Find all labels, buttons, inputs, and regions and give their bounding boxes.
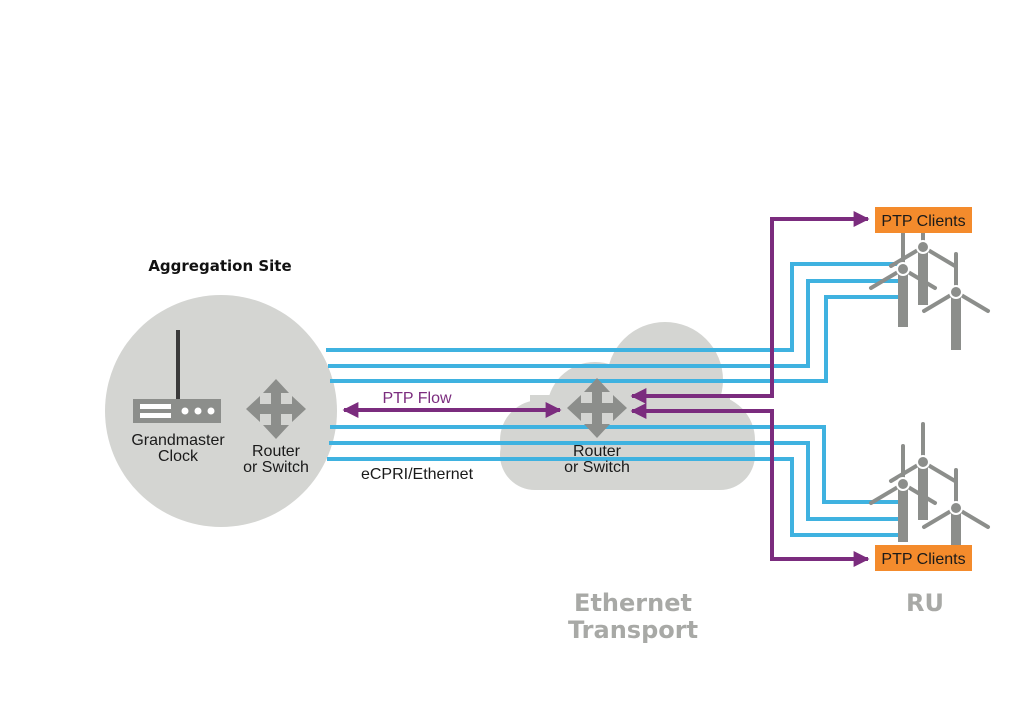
ecpri-ethernet-label: eCPRI/Ethernet [361, 466, 474, 483]
ptp-clients-bottom-box [875, 545, 972, 571]
wind-turbine-icon [922, 252, 990, 352]
grandmaster-label-line2: Clock [158, 448, 199, 465]
aggregation-router-label-line2: or Switch [243, 459, 309, 476]
ptp-clients-bottom-label: PTP Clients [881, 551, 965, 568]
ptp-flow-label: PTP Flow [382, 390, 452, 407]
grandmaster-clock-icon [133, 330, 221, 423]
ptp-clients-top-box [875, 207, 972, 233]
ptp-clients-top-label: PTP Clients [881, 213, 965, 230]
ethernet-transport-title-line2: Transport [568, 616, 698, 644]
grandmaster-label-line1: Grandmaster [131, 432, 225, 449]
ethernet-transport-title-line1: Ethernet [574, 589, 692, 617]
ru-turbines-bottom [869, 422, 990, 568]
aggregation-router-label-line1: Router [252, 443, 301, 460]
transport-router-label-line2: or Switch [564, 459, 630, 476]
transport-router-label-line1: Router [573, 443, 622, 460]
ru-title: RU [906, 589, 944, 617]
ptp-flow-lines [342, 211, 870, 567]
aggregation-site-title: Aggregation Site [148, 257, 291, 275]
